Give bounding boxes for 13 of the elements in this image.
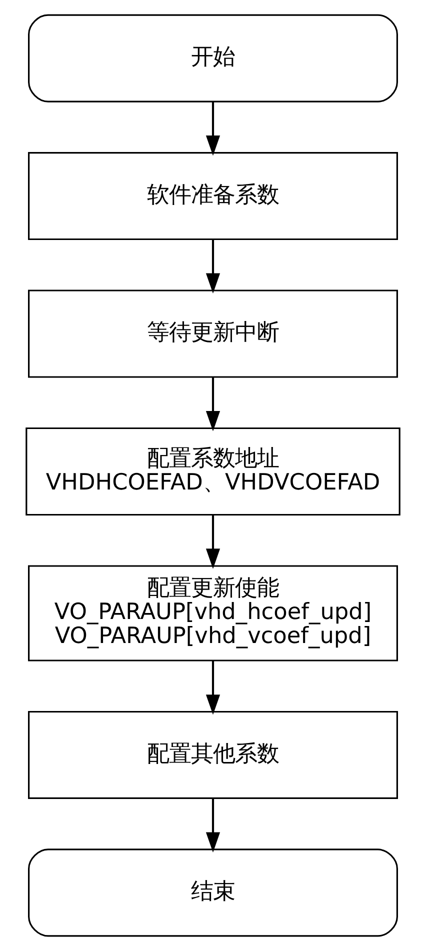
node-box: 等待更新中断 xyxy=(28,290,398,378)
node-box: 开始 xyxy=(28,14,398,102)
arrow xyxy=(205,102,220,156)
node-box: 软件准备系数 xyxy=(28,152,398,240)
node-box: 结束 xyxy=(28,848,398,937)
arrow xyxy=(205,377,220,432)
node-box: 配置更新使能 VO_PARAUP[vhd_hcoef_upd] VO_PARAUP[vhd_vcoef_upd] xyxy=(28,565,398,662)
node-box: 配置其他系数 xyxy=(28,710,398,800)
arrow xyxy=(205,798,220,852)
arrow xyxy=(205,515,220,569)
arrow xyxy=(205,660,220,715)
arrow xyxy=(205,239,220,294)
node-box: 配置系数地址 VHDHCOEFAD、VHDVCOEFAD xyxy=(25,427,400,516)
